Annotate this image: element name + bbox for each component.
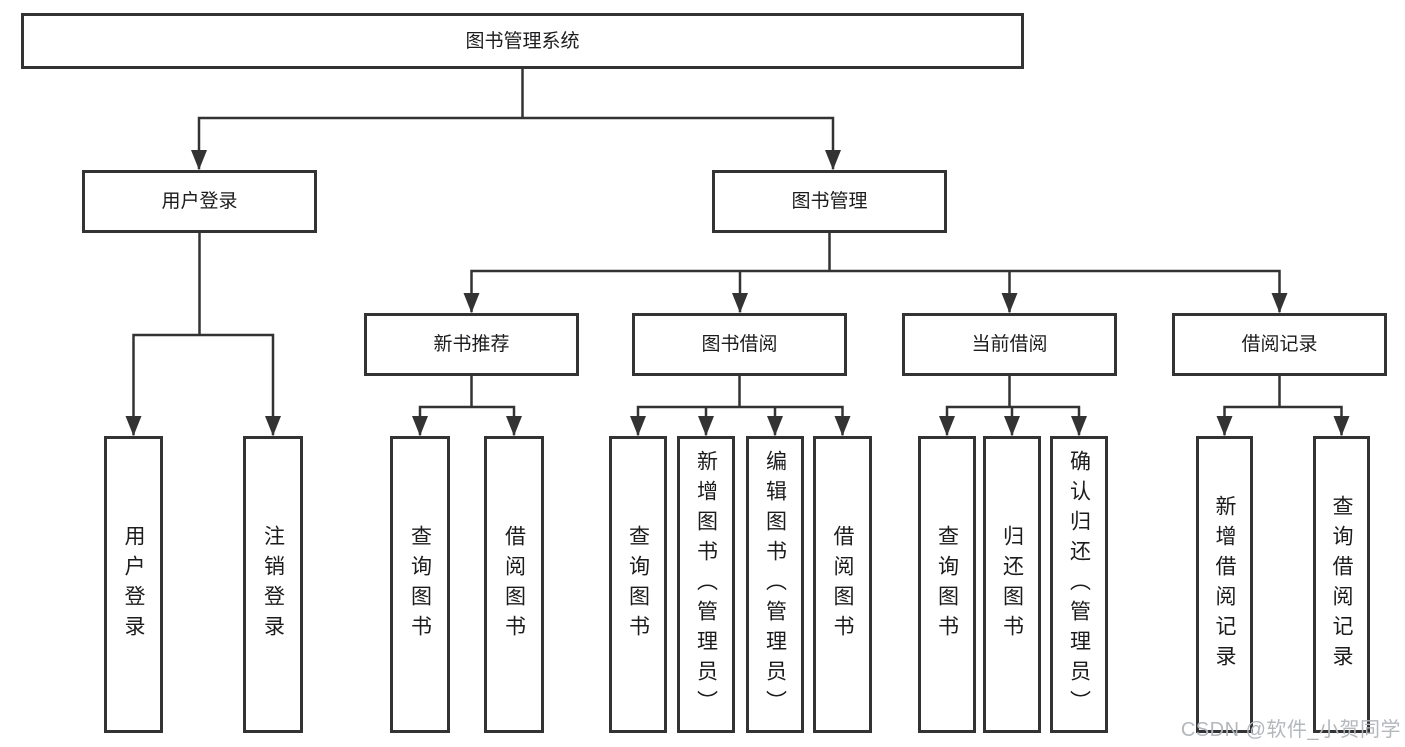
node-book-management-label: 图书管理: [791, 191, 868, 212]
leaf-user-login-label: 用户登录: [122, 524, 145, 645]
leaf-records-add-borrow-record: 新增借阅记录: [1196, 436, 1253, 733]
leaf-borrowing-borrow-books: 借阅图书: [813, 436, 872, 733]
leaf-records-add-borrow-record-label: 新增借阅记录: [1213, 494, 1236, 675]
connector-root-to-level2: [197, 67, 835, 170]
leaf-borrowing-add-books-admin-label: 新增图书（管理员）: [694, 449, 718, 720]
node-user-login-label: 用户登录: [161, 191, 238, 212]
leaf-newbook-borrow-books-label: 借阅图书: [502, 524, 526, 645]
connector-book-borrow-split: [636, 374, 844, 436]
connector-new-book-split: [418, 374, 516, 436]
leaf-current-return-books-label: 归还图书: [1000, 524, 1024, 645]
leaf-records-query-borrow-record: 查询借阅记录: [1313, 436, 1370, 733]
node-library-system-label: 图书管理系统: [465, 30, 580, 52]
node-new-book-recommend: 新书推荐: [364, 313, 579, 376]
connector-user-login-split: [132, 231, 275, 436]
node-book-borrowing-label: 图书借阅: [701, 334, 778, 355]
node-book-management: 图书管理: [712, 170, 947, 233]
node-new-book-recommend-label: 新书推荐: [433, 334, 510, 355]
node-book-borrowing: 图书借阅: [632, 313, 847, 376]
connector-borrow-record-split: [1223, 374, 1343, 436]
arrowheads: [125, 150, 1350, 436]
leaf-newbook-query-books: 查询图书: [390, 436, 450, 733]
leaf-current-query-books: 查询图书: [918, 436, 976, 733]
connector-book-mgmt-split: [470, 231, 1281, 313]
node-user-login: 用户登录: [82, 170, 317, 233]
node-borrowing-records-label: 借阅记录: [1241, 334, 1318, 355]
leaf-current-confirm-return-admin-label: 确认归还（管理员）: [1067, 449, 1091, 720]
leaf-borrowing-query-books-label: 查询图书: [626, 524, 650, 645]
leaf-current-query-books-label: 查询图书: [935, 524, 959, 645]
leaf-borrowing-add-books-admin: 新增图书（管理员）: [677, 436, 735, 733]
leaf-newbook-query-books-label: 查询图书: [408, 524, 432, 645]
leaf-logout-label: 注销登录: [261, 524, 285, 645]
node-current-borrowing-label: 当前借阅: [971, 334, 1048, 355]
leaf-current-confirm-return-admin: 确认归还（管理员）: [1050, 436, 1108, 733]
node-library-system: 图书管理系统: [21, 13, 1024, 69]
leaf-logout: 注销登录: [243, 436, 303, 733]
leaf-borrowing-borrow-books-label: 借阅图书: [831, 524, 854, 645]
leaf-current-return-books: 归还图书: [983, 436, 1041, 733]
leaf-borrowing-query-books: 查询图书: [609, 436, 667, 733]
watermark: CSDN @软件_小贺同学: [1180, 719, 1401, 741]
leaf-user-login: 用户登录: [104, 436, 163, 733]
node-current-borrowing: 当前借阅: [902, 313, 1117, 376]
node-borrowing-records: 借阅记录: [1172, 313, 1387, 376]
leaf-borrowing-edit-books-admin: 编辑图书（管理员）: [746, 436, 804, 733]
leaf-newbook-borrow-books: 借阅图书: [484, 436, 544, 733]
leaf-borrowing-edit-books-admin-label: 编辑图书（管理员）: [763, 449, 787, 720]
leaf-records-query-borrow-record-label: 查询借阅记录: [1330, 494, 1353, 675]
